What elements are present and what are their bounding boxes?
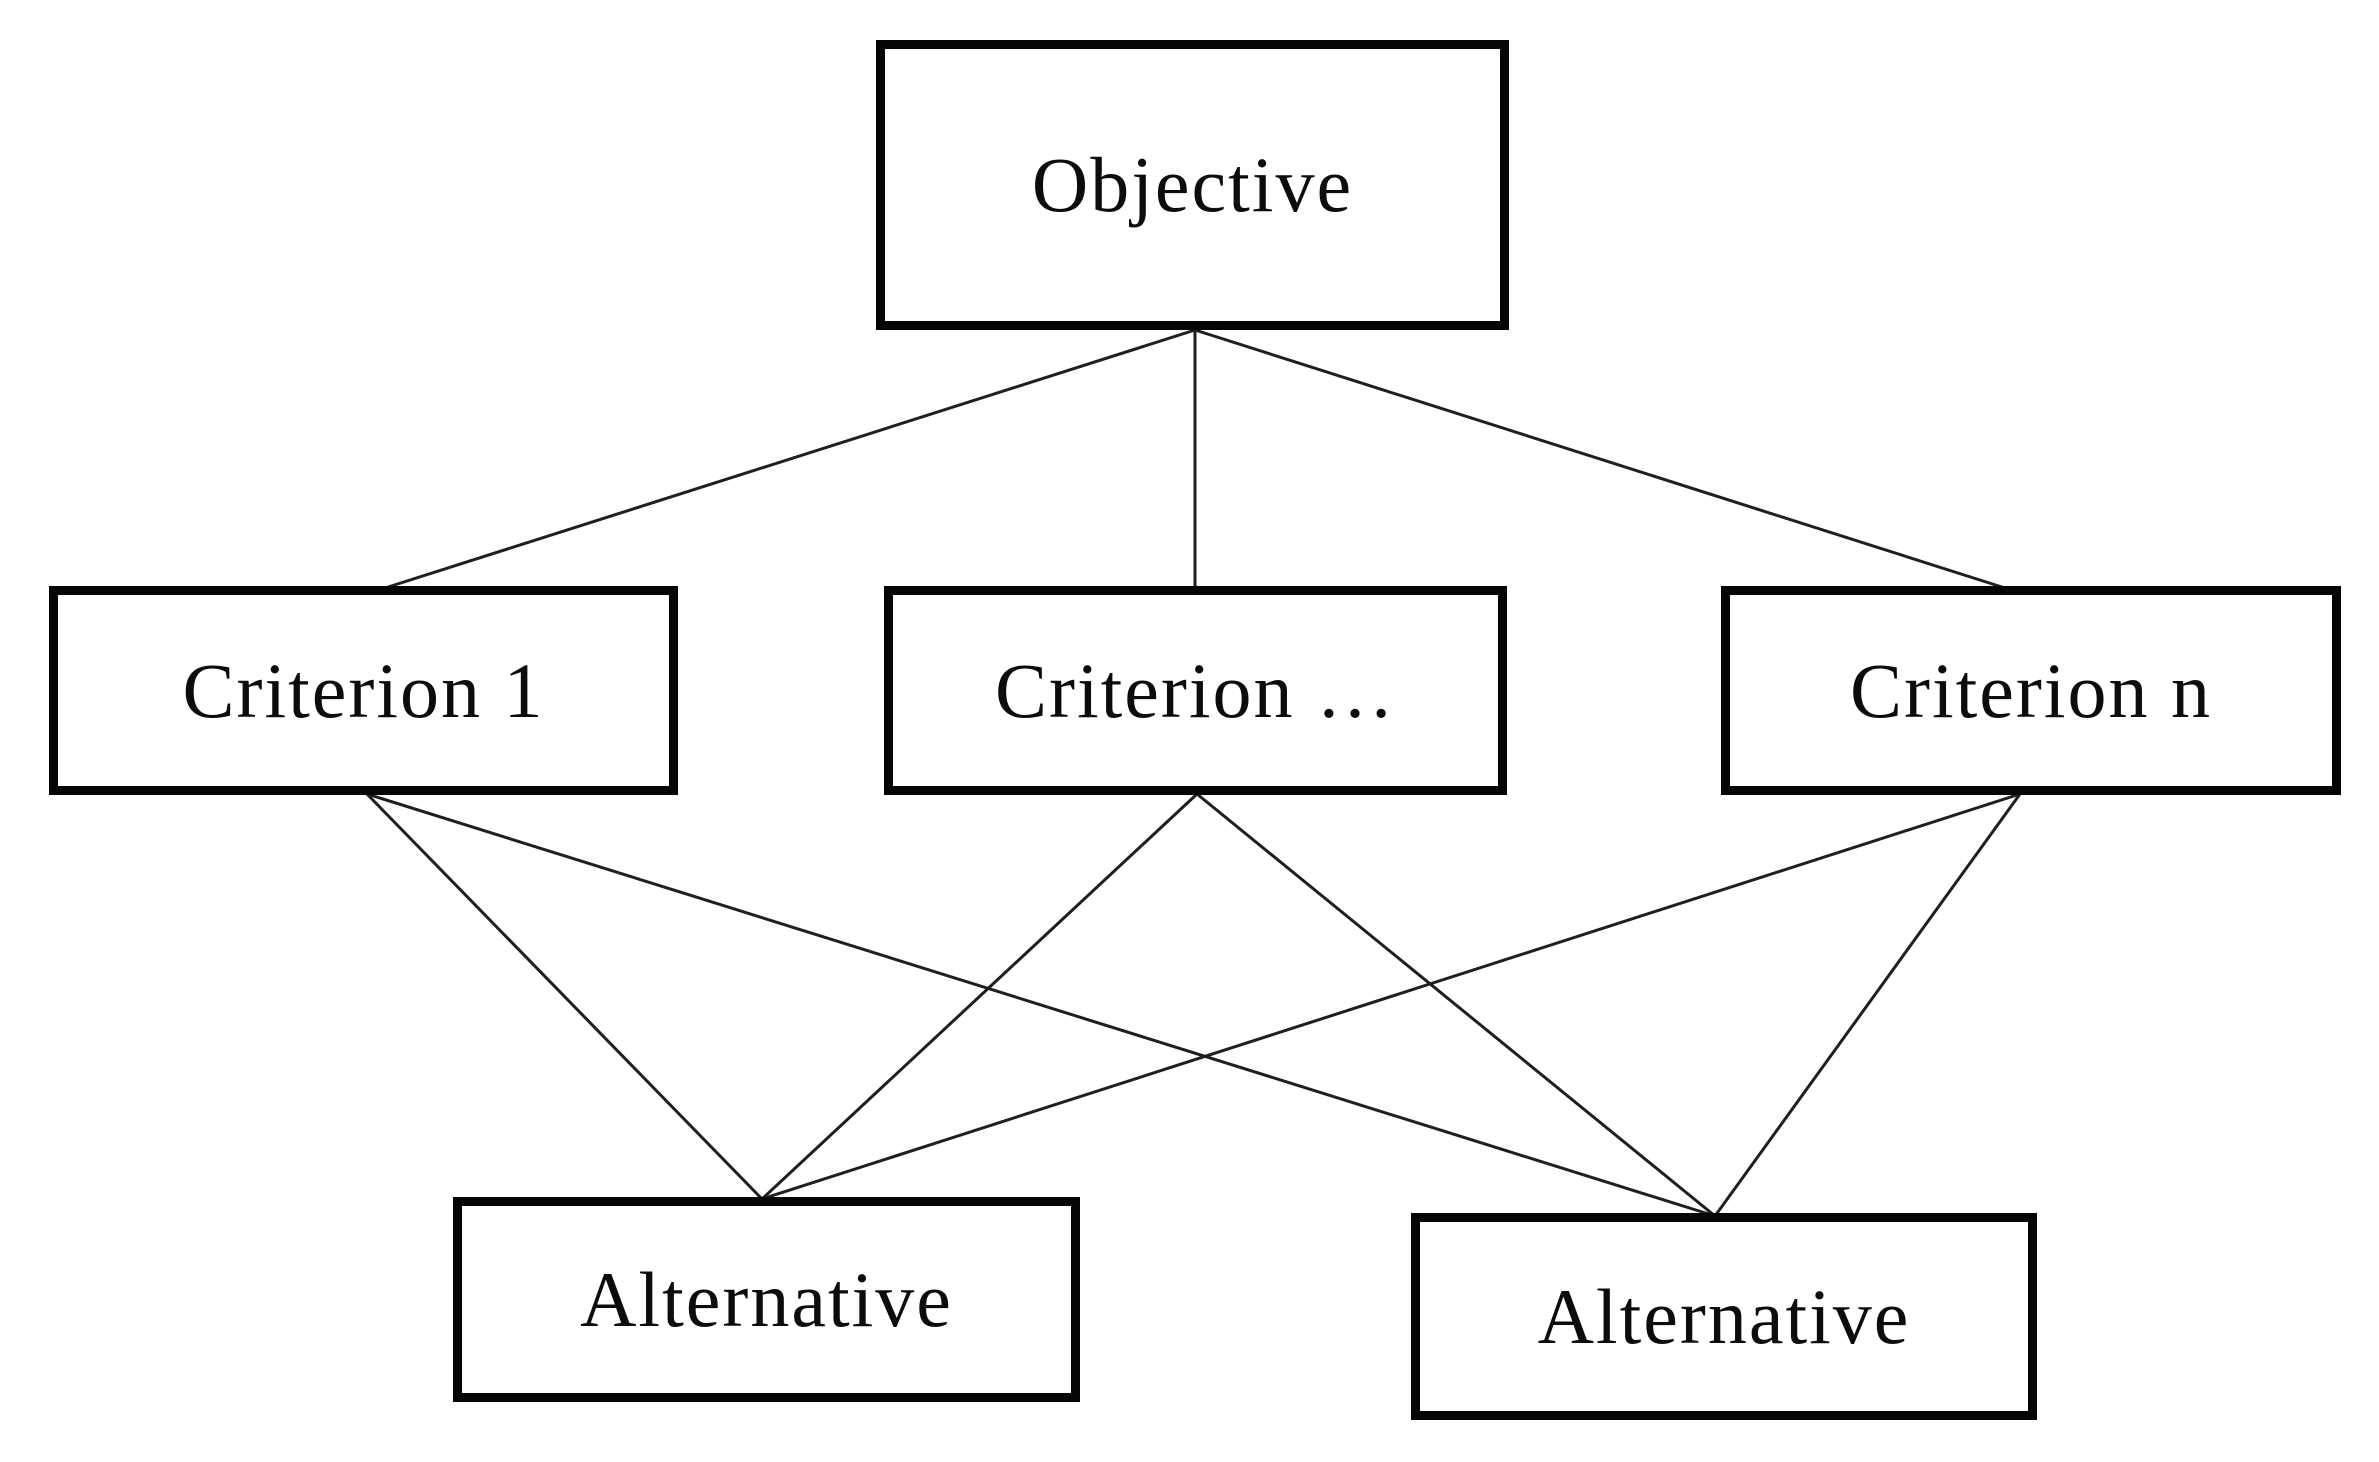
edge-criterion-dots-alternative-2 [1196,792,1716,1218]
edge-criterion-n-alternative-1 [761,792,2021,1201]
node-criterion-ellipsis: Criterion … [884,586,1507,795]
node-criterion-ellipsis-label: Criterion … [994,646,1397,734]
node-objective-label: Objective [1031,141,1354,228]
edge-objective-criterion-1 [384,328,1196,590]
edge-criterion-dots-alternative-1 [760,792,1199,1201]
node-alternative-left-label: Alternative [580,1255,953,1343]
node-criterion-1: Criterion 1 [49,586,678,795]
node-criterion-n-label: Criterion n [1849,646,2213,734]
edge-objective-criterion-n [1194,328,2006,590]
node-criterion-n: Criterion n [1721,586,2341,795]
edge-criterion-1-alternative-1 [365,792,764,1201]
edge-criterion-n-alternative-2 [1713,793,2022,1217]
node-alternative-left: Alternative [453,1197,1080,1402]
node-alternative-right: Alternative [1411,1213,2037,1420]
node-criterion-1-label: Criterion 1 [182,646,545,734]
node-alternative-right-label: Alternative [1537,1272,1911,1360]
node-objective: Objective [876,40,1509,330]
edge-criterion-1-alternative-2 [366,792,1716,1218]
